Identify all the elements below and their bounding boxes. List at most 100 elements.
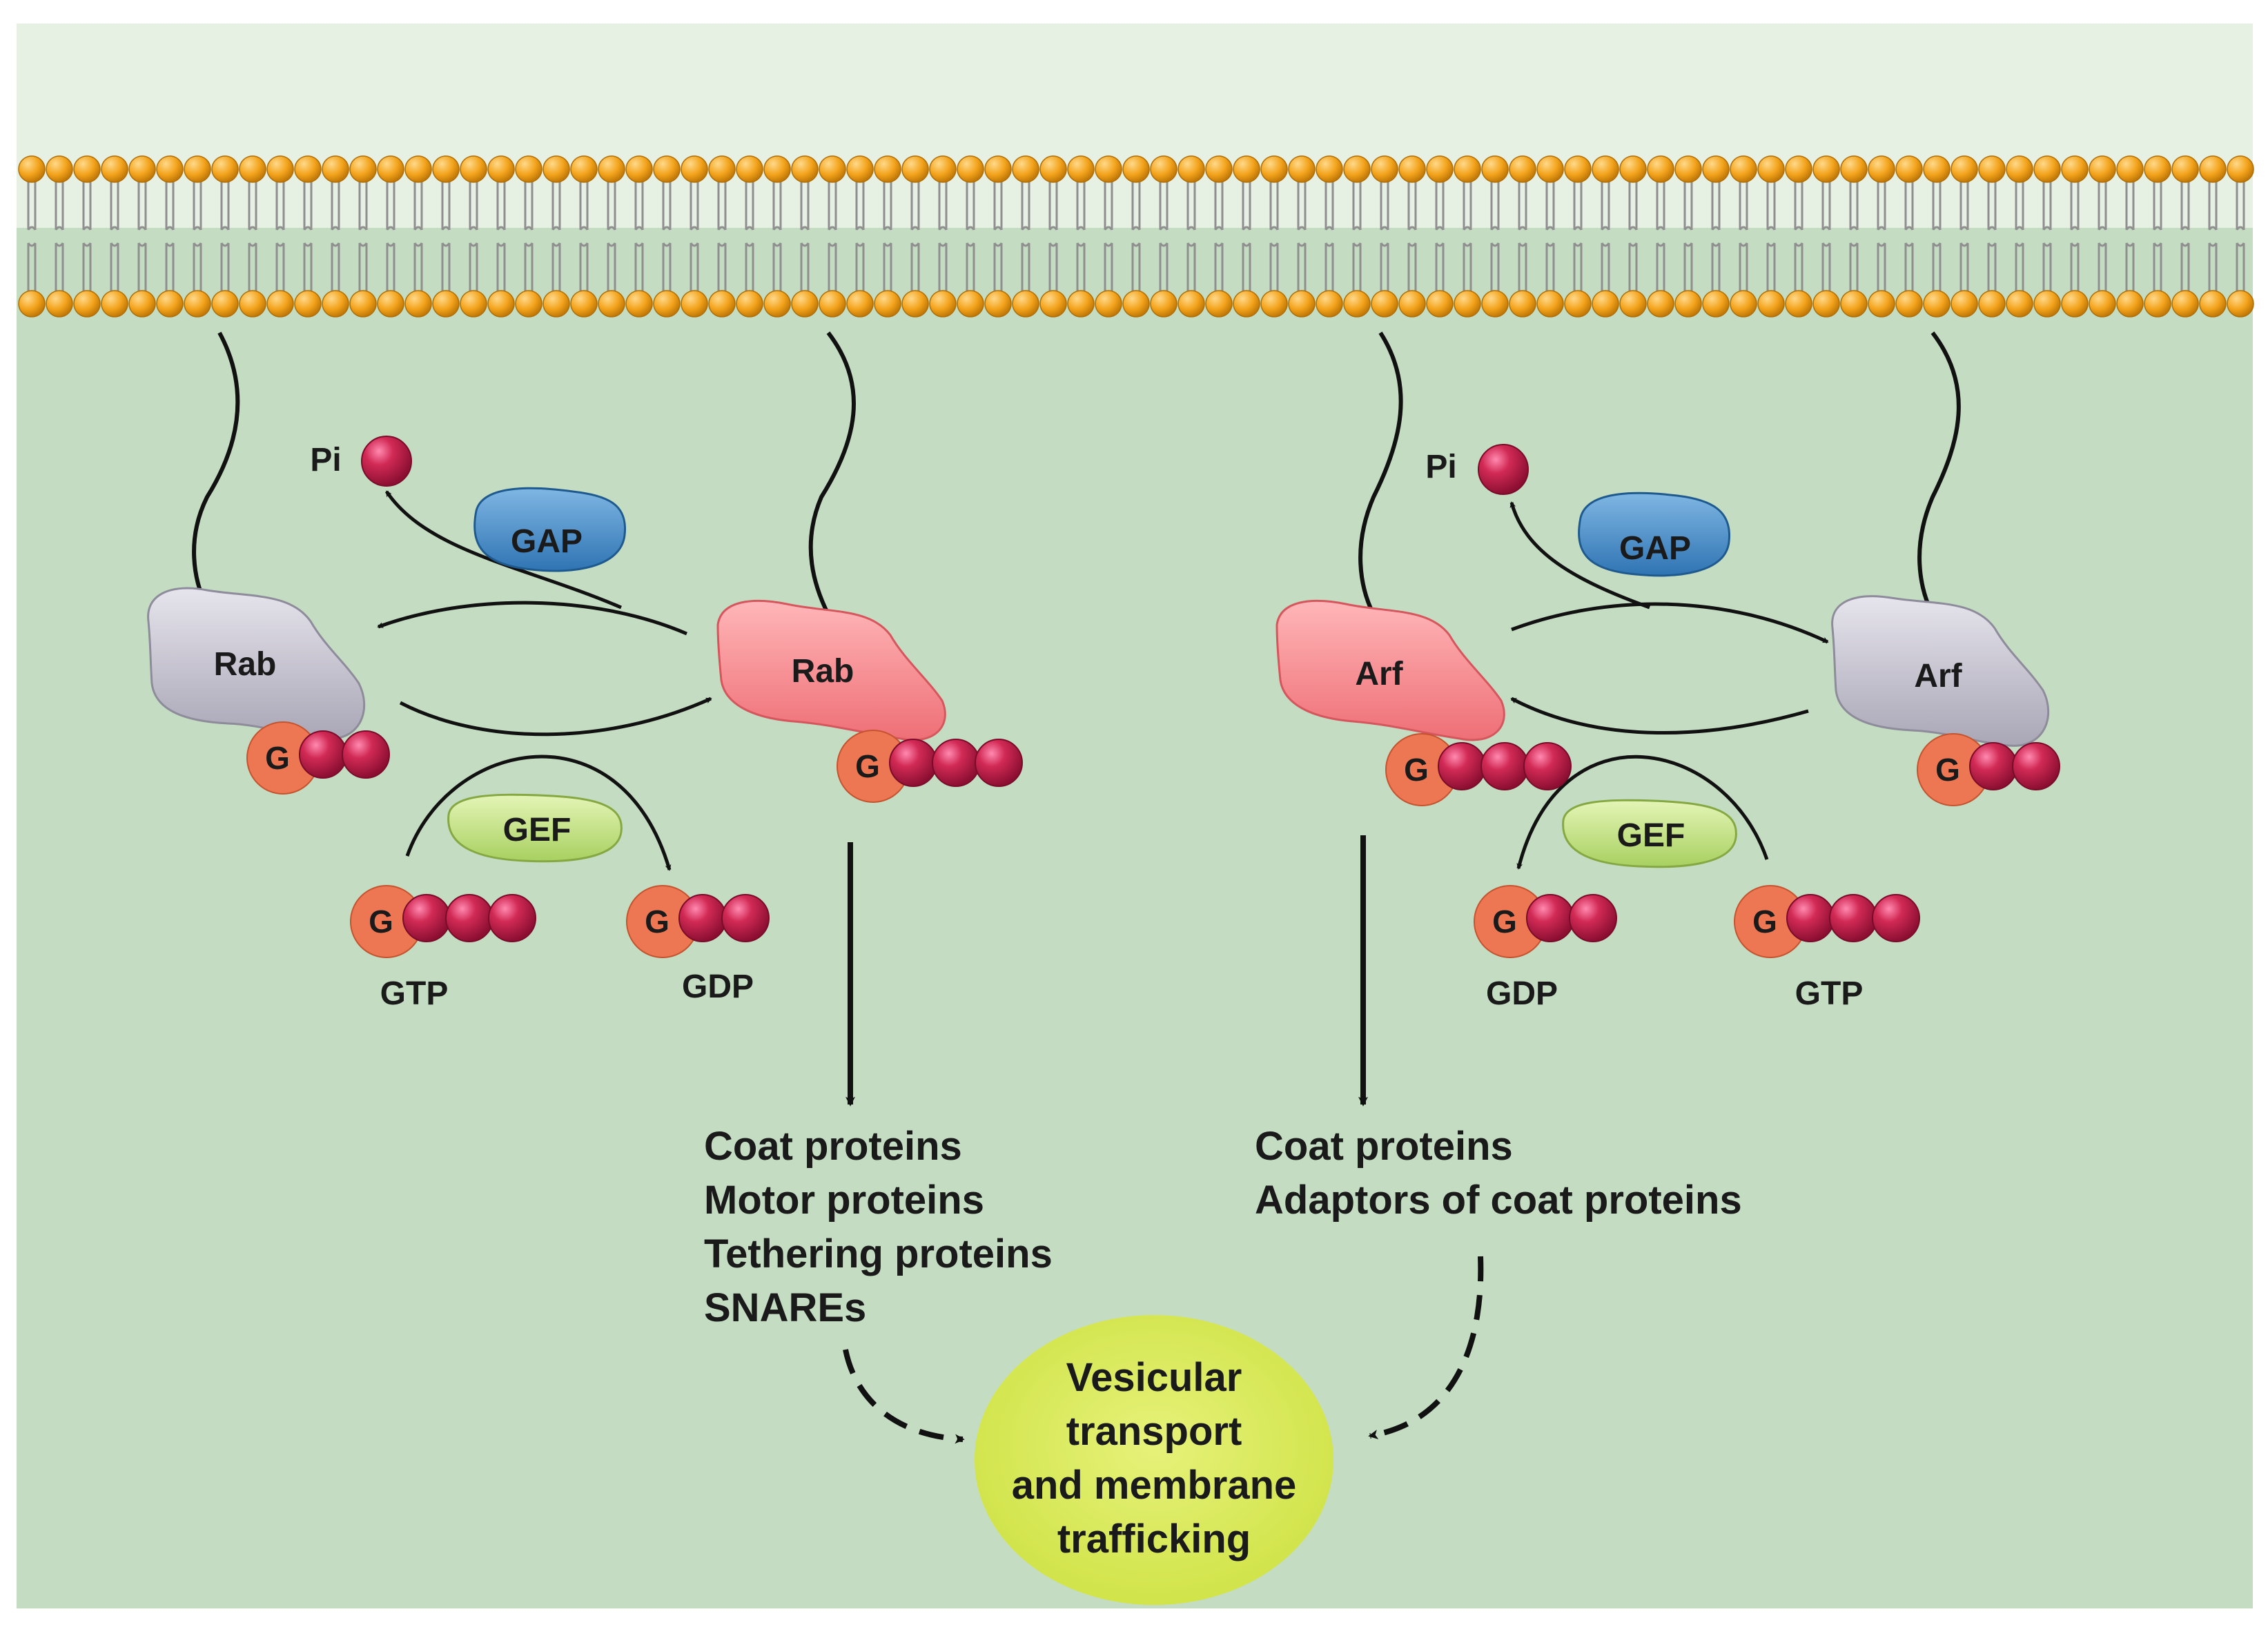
lipid-head [1233, 155, 1260, 183]
lipid-head [1895, 290, 1923, 318]
lipid-head [460, 290, 487, 318]
lipid-tail [1794, 182, 1803, 231]
lipid-tail [551, 182, 561, 231]
lipid-tail [1131, 182, 1141, 231]
lipid-tail [2236, 182, 2245, 231]
lipid-head [18, 155, 46, 183]
lipid-head [846, 290, 874, 318]
lipid-head [1122, 290, 1150, 318]
lipid-head [2227, 290, 2254, 318]
lipid-tail [2236, 242, 2245, 291]
lipid-head [625, 290, 653, 318]
lipid-tail [717, 242, 727, 291]
tether-rab-inactive [192, 331, 240, 609]
lipid-tail [303, 182, 313, 231]
lipid-tail [1711, 242, 1721, 291]
lipid-tail [662, 182, 672, 231]
lipid-head [377, 290, 404, 318]
g-letter: G [855, 748, 880, 784]
arrow-rab-gdp-to-gtp [399, 697, 712, 737]
lipid-head [73, 290, 101, 318]
gdp-label-arf: GDP [1486, 975, 1558, 1012]
lipid-head [1426, 155, 1454, 183]
phosphate [402, 894, 451, 942]
lipid-tail [1435, 242, 1445, 291]
rab-effector-item: Coat proteins [704, 1124, 962, 1169]
lipid-tail [1877, 242, 1886, 291]
lipid-head [2061, 155, 2089, 183]
lipid-tail [496, 182, 506, 231]
lipid-tail [165, 182, 175, 231]
lipid-head [101, 155, 128, 183]
lipid-head [1536, 155, 1564, 183]
outcome-ellipse: Vesicular transport and membrane traffic… [975, 1315, 1333, 1605]
lipid-tail [110, 182, 119, 231]
lipid-tail [1601, 242, 1610, 291]
lipid-head [1757, 290, 1785, 318]
lipid-tail [1490, 182, 1500, 231]
free-gdp-rab: G [626, 885, 770, 958]
lipid-head [1260, 290, 1288, 318]
lipid-head [1592, 290, 1619, 318]
lipid-head [156, 290, 184, 318]
lipid-tail [1821, 242, 1831, 291]
arrow-gtp-to-gdp-exchange-rab [405, 755, 672, 871]
phosphate [975, 739, 1023, 787]
lipid-head [1343, 290, 1371, 318]
lipid-tail [1186, 242, 1196, 291]
arf-bound-gdp: G [1917, 733, 2060, 806]
lipid-head [1039, 290, 1067, 318]
lipid-head [2116, 155, 2144, 183]
lipid-head [2199, 155, 2227, 183]
lipid-head [1371, 290, 1398, 318]
pi-label-arf: Pi [1425, 449, 1456, 485]
lipid-head [1702, 155, 1730, 183]
lipid-tail [2125, 242, 2135, 291]
lipid-head [1619, 155, 1647, 183]
lipid-head [1592, 155, 1619, 183]
lipid-tail [220, 242, 230, 291]
lipid-head [1868, 155, 1895, 183]
lipid-head [736, 290, 763, 318]
lipid-tail [331, 242, 340, 291]
lipid-tail [1242, 242, 1251, 291]
rab-effector-item: SNAREs [704, 1285, 866, 1330]
gtp-label-arf: GTP [1795, 975, 1864, 1012]
free-gdp-arf: G [1474, 885, 1617, 958]
lipid-head [1426, 290, 1454, 318]
lipid-head [2227, 155, 2254, 183]
lipid-head [598, 290, 625, 318]
lipid-tail [745, 182, 754, 231]
lipid-tail [27, 242, 37, 291]
arf-bound-gtp: G [1385, 733, 1572, 806]
lipid-tail [193, 242, 202, 291]
lipid-tail [1297, 182, 1307, 231]
lipid-head [1785, 290, 1812, 318]
lipid-head [1978, 155, 2006, 183]
lipid-tail [2015, 182, 2024, 231]
lipid-tail [910, 182, 920, 231]
pi-phosphate-arf [1478, 444, 1529, 495]
lipid-tail [1297, 242, 1307, 291]
phosphate [678, 894, 727, 942]
pi-phosphate-rab [361, 436, 412, 487]
lipid-tail [1545, 242, 1555, 291]
lipid-tail [1159, 182, 1169, 231]
lipid-head [2033, 290, 2061, 318]
lipid-tail [579, 182, 589, 231]
lipid-tail [413, 242, 423, 291]
lipid-head [239, 290, 266, 318]
lipid-tail [469, 242, 478, 291]
arf-inactive-label: Arf [1914, 658, 1962, 694]
lipid-tail [1849, 242, 1859, 291]
lipid-head [2144, 155, 2171, 183]
lipid-tail [303, 242, 313, 291]
lipid-head [46, 155, 73, 183]
lipid-head [1923, 290, 1951, 318]
lipid-tail [248, 242, 257, 291]
phosphate [1969, 742, 2017, 790]
lipid-head [1923, 155, 1951, 183]
lipid-head [957, 155, 984, 183]
lipid-tail [1849, 182, 1859, 231]
lipid-tail [2042, 242, 2052, 291]
